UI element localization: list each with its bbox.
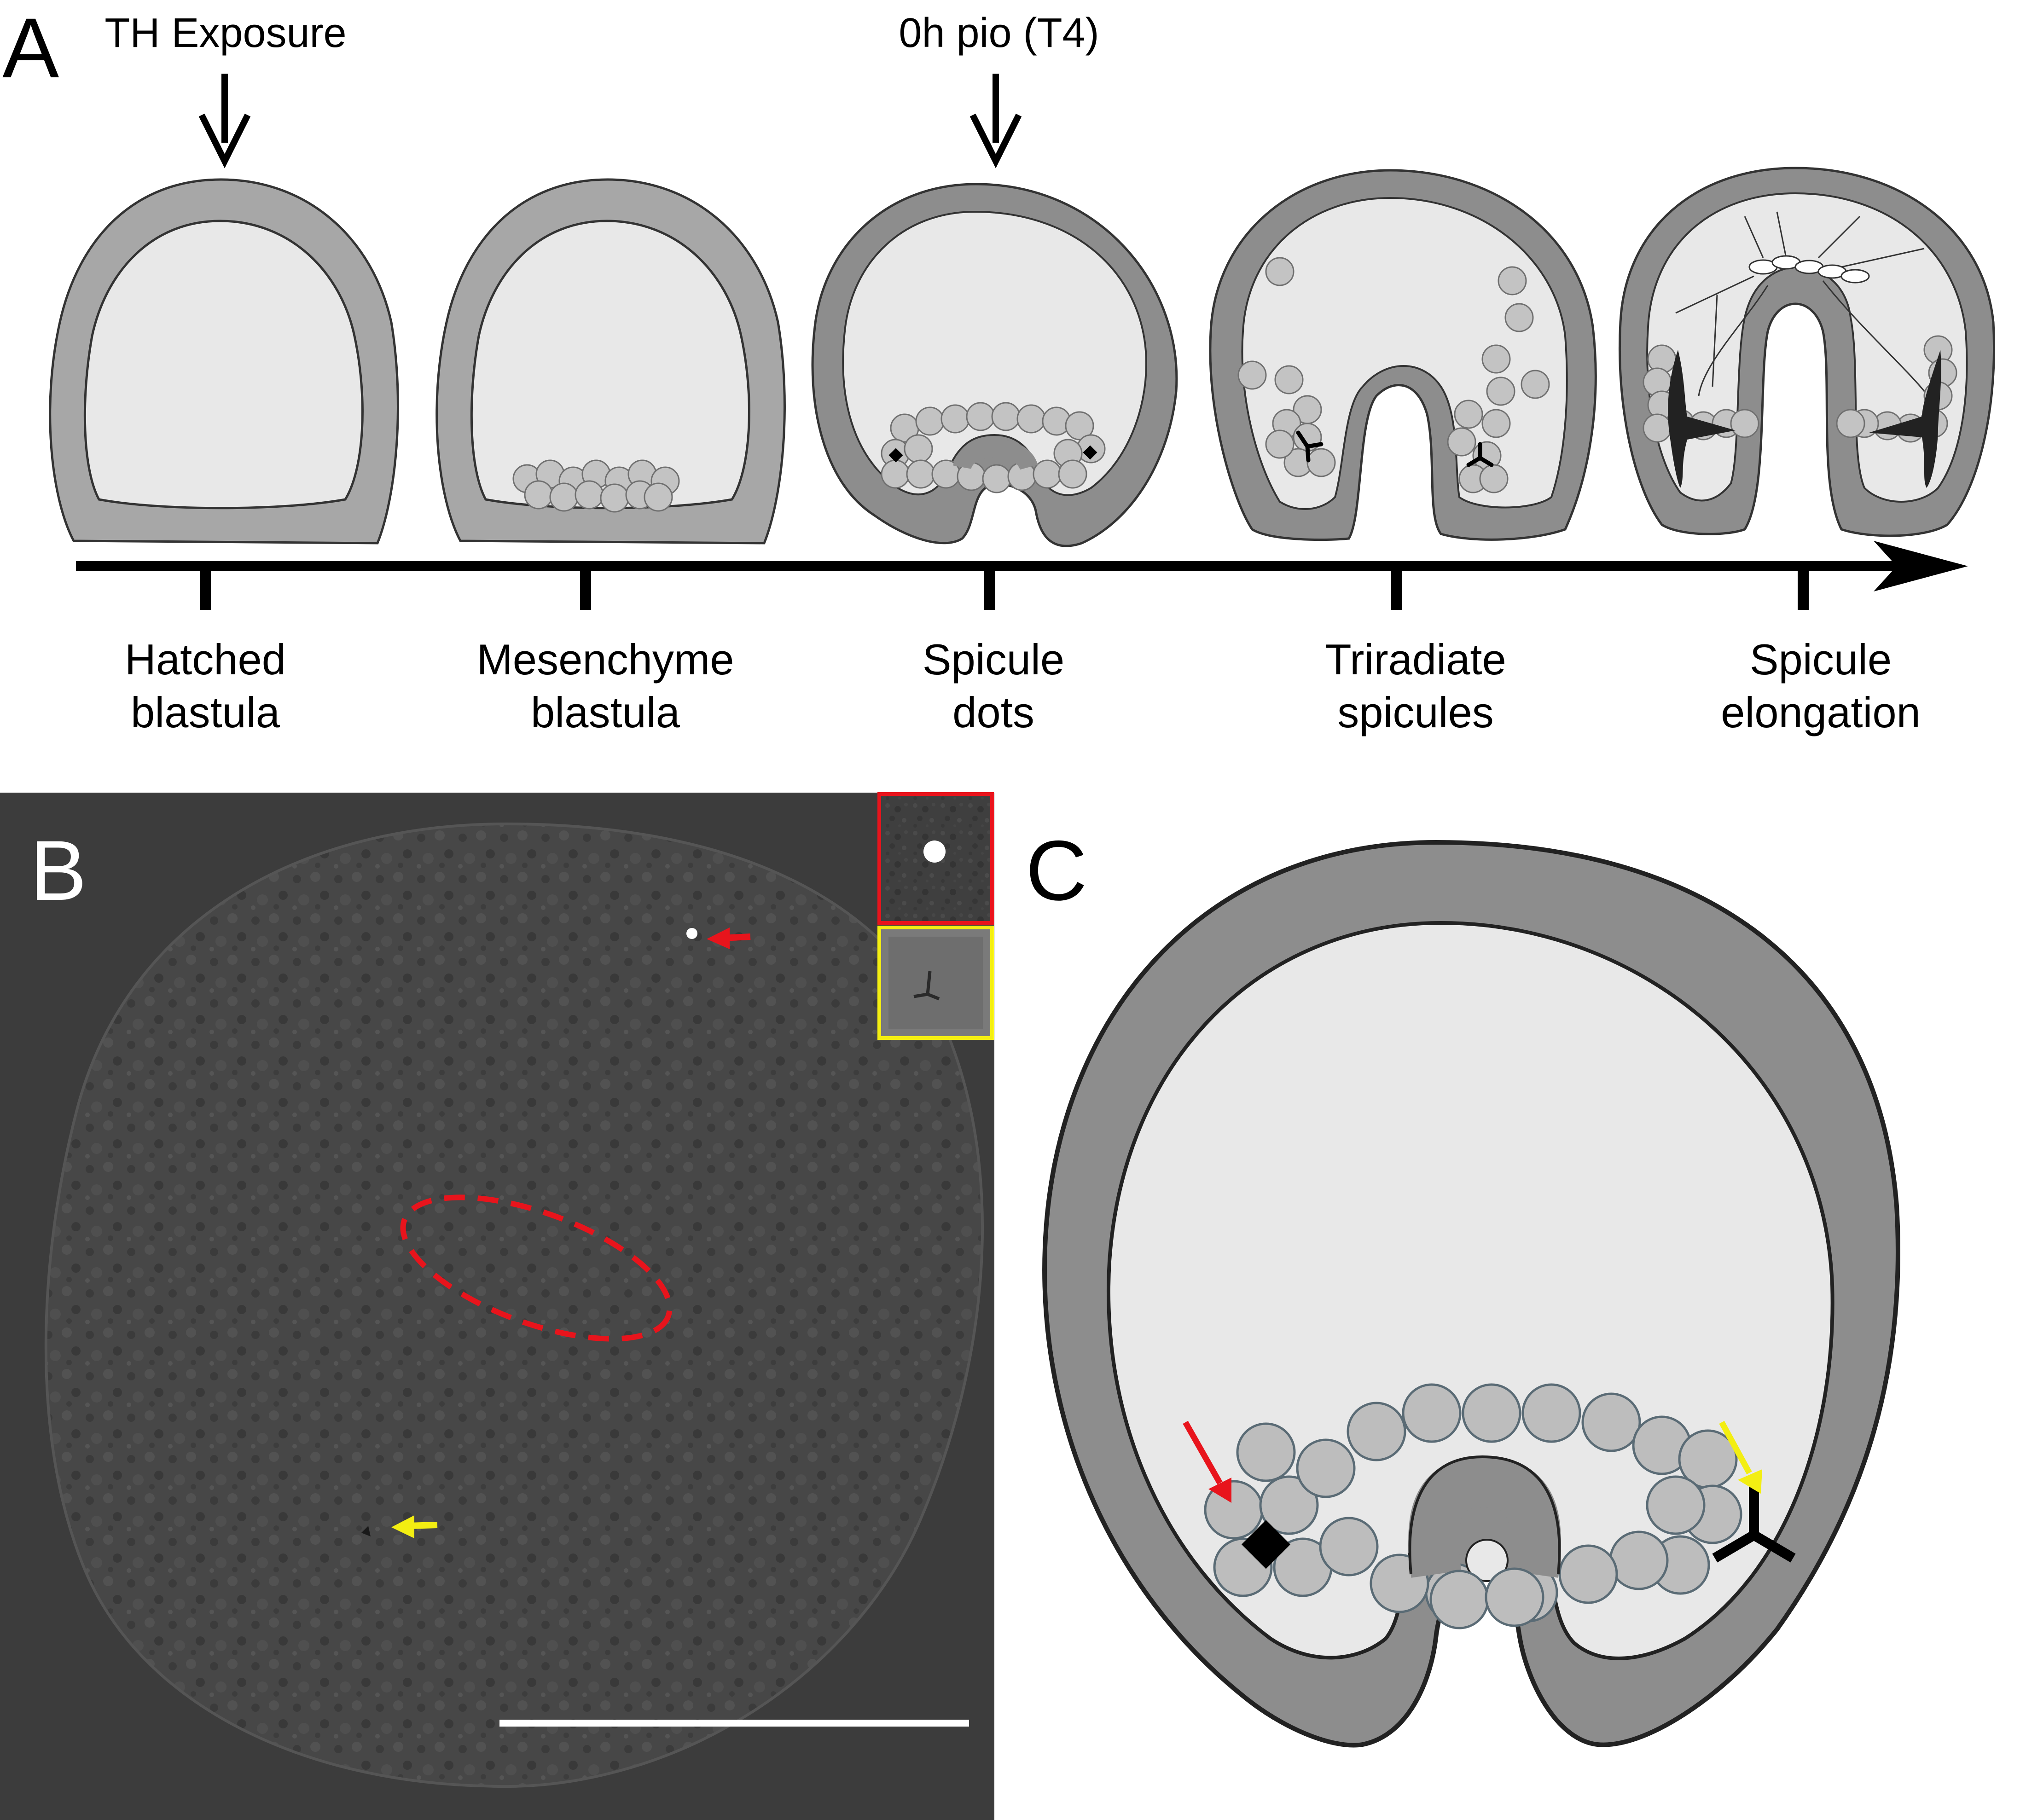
stage-label-1: Hatched — [125, 635, 286, 684]
elongated-spicule — [1869, 350, 1941, 488]
triradiate-mark — [361, 1526, 371, 1536]
panel-c-letter: C — [1026, 823, 1087, 918]
blastopore — [1465, 1539, 1509, 1582]
triradiate-spicule — [1466, 442, 1494, 467]
embryo-spicule-elongation — [1618, 167, 1996, 537]
elongated-spicule — [1668, 350, 1736, 488]
spicule-region-outline — [400, 1194, 673, 1342]
arrow-down-icon — [969, 74, 1022, 168]
spicule-dot — [1083, 445, 1097, 460]
panel-a: A TH Exposure 0h pio (T4) — [2, 1, 1996, 736]
inset-red — [877, 792, 994, 925]
stage-label-5b: elongation — [1721, 688, 1921, 736]
stage-label-1b: blastula — [131, 688, 280, 736]
red-arrow-icon — [1183, 1420, 1231, 1503]
annotation-th-exposure: TH Exposure — [104, 10, 346, 56]
bright-spot — [686, 928, 697, 939]
stage-label-5: Spicule — [1750, 635, 1892, 684]
oral-branches — [1675, 211, 1925, 396]
stage-labels: Hatched blastula Mesenchyme blastula Spi… — [125, 635, 1921, 736]
timeline-axis — [76, 541, 1968, 610]
embryo-triradiate-spicules — [1209, 169, 1597, 541]
embryo-hatched-blastula — [49, 178, 399, 545]
embryo-spicule-dots — [811, 183, 1178, 547]
panel-b-letter: B — [30, 823, 87, 918]
inset-yellow — [877, 926, 994, 1040]
embryo-mesenchyme-blastula — [435, 178, 786, 545]
mesenchyme-cells — [512, 459, 680, 513]
stage-label-2: Mesenchyme — [477, 635, 734, 684]
panel-b: B — [0, 792, 994, 1820]
triradiate-spicule — [1296, 430, 1324, 463]
stage-label-2b: blastula — [531, 688, 680, 736]
red-arrow-icon — [707, 927, 751, 949]
stage-label-3: Spicule — [923, 635, 1064, 684]
stage-label-4: Triradiate — [1325, 635, 1506, 684]
gut-invagination — [1408, 1456, 1561, 1578]
yellow-arrow-icon — [1719, 1420, 1762, 1494]
panel-c: C — [1026, 823, 1900, 1748]
panel-a-letter: A — [2, 1, 59, 96]
oral-cells — [1748, 255, 1870, 284]
stage-label-3b: dots — [952, 688, 1034, 736]
yellow-arrow-icon — [391, 1515, 438, 1538]
scale-bar — [499, 1720, 969, 1727]
annotation-0h-pio: 0h pio (T4) — [899, 10, 1099, 56]
stage-label-4b: spicules — [1337, 688, 1494, 736]
arrow-down-icon — [198, 74, 251, 168]
spicule-dot-large — [1241, 1520, 1291, 1569]
